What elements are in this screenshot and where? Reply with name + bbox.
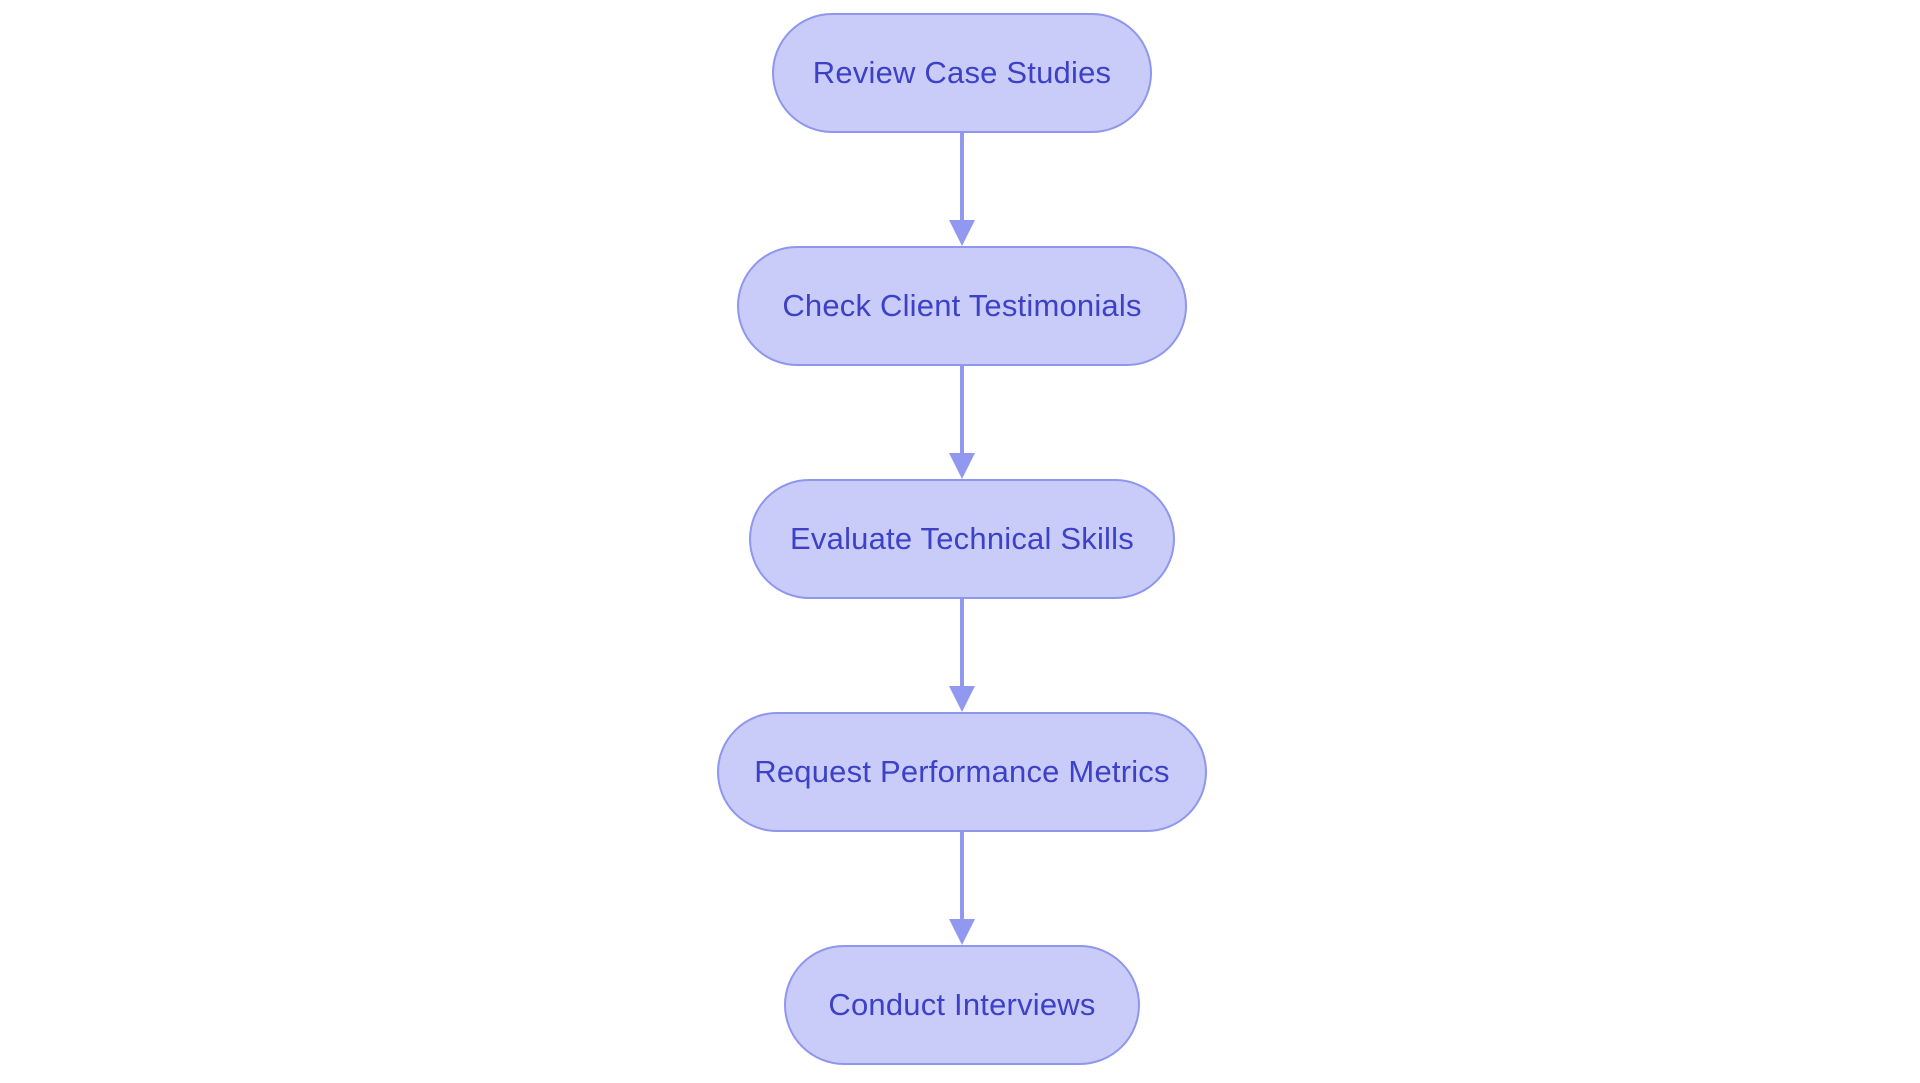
flow-node-request-performance-metrics: Request Performance Metrics xyxy=(717,712,1207,832)
node-label: Evaluate Technical Skills xyxy=(790,521,1134,556)
arrow-shaft xyxy=(960,366,964,453)
arrow-shaft xyxy=(960,133,964,220)
flow-node-review-case-studies: Review Case Studies xyxy=(772,13,1152,133)
arrow-down-icon xyxy=(949,220,975,246)
flowchart: Review Case Studies Check Client Testimo… xyxy=(2,13,1920,1065)
arrow-down-icon xyxy=(949,686,975,712)
arrow-down-icon xyxy=(949,453,975,479)
node-label: Conduct Interviews xyxy=(828,987,1096,1022)
flow-arrow-2 xyxy=(949,366,975,479)
arrow-shaft xyxy=(960,599,964,686)
flow-node-evaluate-technical-skills: Evaluate Technical Skills xyxy=(749,479,1175,599)
node-label: Check Client Testimonials xyxy=(782,288,1142,323)
arrow-down-icon xyxy=(949,919,975,945)
node-label: Request Performance Metrics xyxy=(754,754,1170,789)
arrow-shaft xyxy=(960,832,964,919)
node-label: Review Case Studies xyxy=(812,55,1112,90)
flow-node-check-client-testimonials: Check Client Testimonials xyxy=(737,246,1187,366)
flow-arrow-3 xyxy=(949,599,975,712)
flow-arrow-1 xyxy=(949,133,975,246)
flow-node-conduct-interviews: Conduct Interviews xyxy=(784,945,1140,1065)
flow-arrow-4 xyxy=(949,832,975,945)
